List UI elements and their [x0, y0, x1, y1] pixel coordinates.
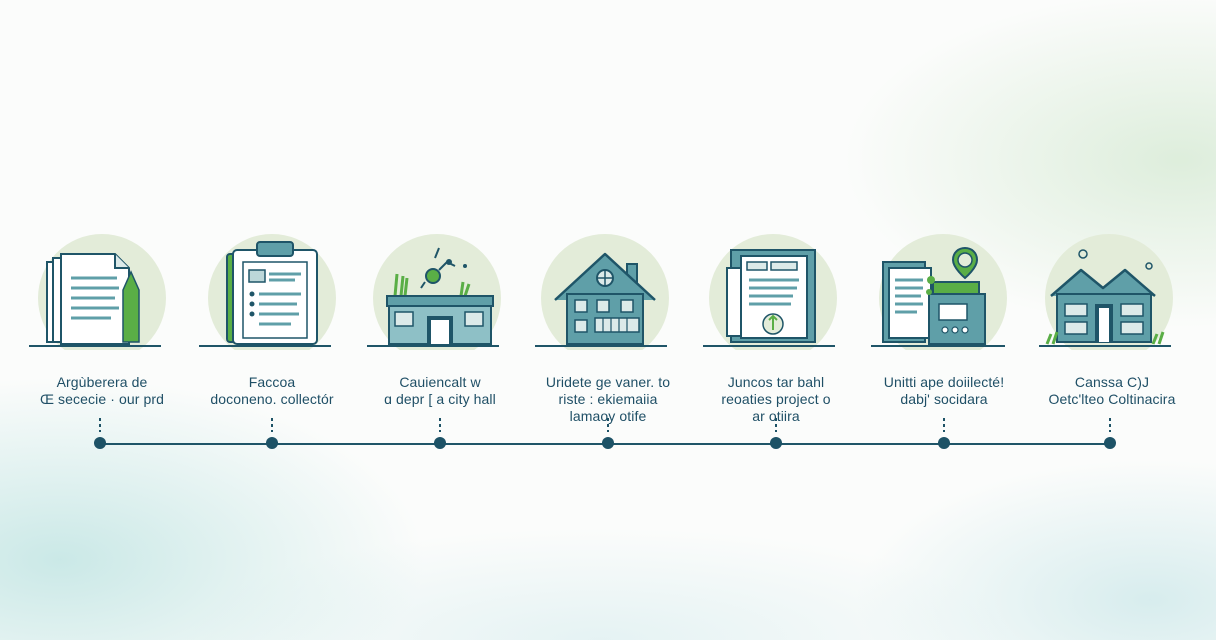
timeline-tick-2 [271, 418, 273, 432]
timeline-tick-1 [99, 418, 101, 432]
timeline-dot-7 [1104, 437, 1116, 449]
step-6-line-1: Unitti ape doiilecté! [883, 374, 1005, 390]
house-icon [535, 234, 669, 350]
step-3-label: Cauiencalt w ɑ depr [ a city hall [365, 374, 515, 408]
step-5: Juncos tar bahl reoaties project o ar ot… [701, 232, 851, 425]
step-6: Unitti ape doiilecté! dabj' socidara [869, 232, 1019, 408]
office-machine-icon [871, 234, 1007, 350]
clipboard-icon [199, 234, 336, 350]
step-2: Faccoa doconeno. collectór [197, 232, 347, 408]
timeline-tick-5 [775, 418, 777, 432]
step-5-line-3: ar otiira [752, 408, 800, 424]
timeline-tick-3 [439, 418, 441, 432]
step-7-label: Canssa C)J Oetc'lteo Coltinacira [1037, 374, 1187, 408]
step-4: Uridete ge vaner. to riste : ekiemaiia l… [533, 232, 683, 425]
step-7-line-2: Oetc'lteo Coltinacira [1048, 391, 1176, 407]
step-5-label: Juncos tar bahl reoaties project o ar ot… [701, 374, 851, 425]
timeline-dot-6 [938, 437, 950, 449]
building-icon [1039, 234, 1173, 350]
timeline-dot-5 [770, 437, 782, 449]
step-2-line-2: doconeno. collectór [210, 391, 334, 407]
step-4-line-1: Uridete ge vaner. to [545, 374, 671, 390]
step-3: Cauiencalt w ɑ depr [ a city hall [365, 232, 515, 408]
timeline-tick-6 [943, 418, 945, 432]
step-4-line-3: lamaoy otife [569, 408, 647, 424]
timeline-dot-4 [602, 437, 614, 449]
step-2-label: Faccoa doconeno. collectór [197, 374, 347, 408]
step-4-line-2: riste : ekiemaiia [558, 391, 658, 407]
step-7-line-1: Canssa C)J [1074, 374, 1150, 390]
step-6-line-2: dabj' socidara [900, 391, 988, 407]
step-6-label: Unitti ape doiilecté! dabj' socidara [869, 374, 1019, 408]
step-1-line-1: Argùberera de [56, 374, 148, 390]
certificate-icon [703, 234, 837, 350]
step-4-label: Uridete ge vaner. to riste : ekiemaiia l… [533, 374, 683, 425]
step-7: Canssa C)J Oetc'lteo Coltinacira [1037, 232, 1187, 408]
step-3-line-2: ɑ depr [ a city hall [384, 391, 496, 407]
timeline-dot-1 [94, 437, 106, 449]
step-1: Argùberera de Œ sececie · our prd [27, 232, 177, 408]
document-stack-icon [29, 234, 166, 350]
timeline-dot-2 [266, 437, 278, 449]
city-hall-icon [367, 234, 501, 350]
step-5-line-1: Juncos tar bahl [727, 374, 825, 390]
step-3-line-1: Cauiencalt w [399, 374, 481, 390]
step-5-line-2: reoaties project o [721, 391, 831, 407]
timeline-dot-3 [434, 437, 446, 449]
step-2-line-1: Faccoa [248, 374, 296, 390]
step-1-label: Argùberera de Œ sececie · our prd [27, 374, 177, 408]
timeline-tick-7 [1109, 418, 1111, 432]
timeline-tick-4 [607, 418, 609, 432]
step-1-line-2: Œ sececie · our prd [39, 391, 165, 407]
